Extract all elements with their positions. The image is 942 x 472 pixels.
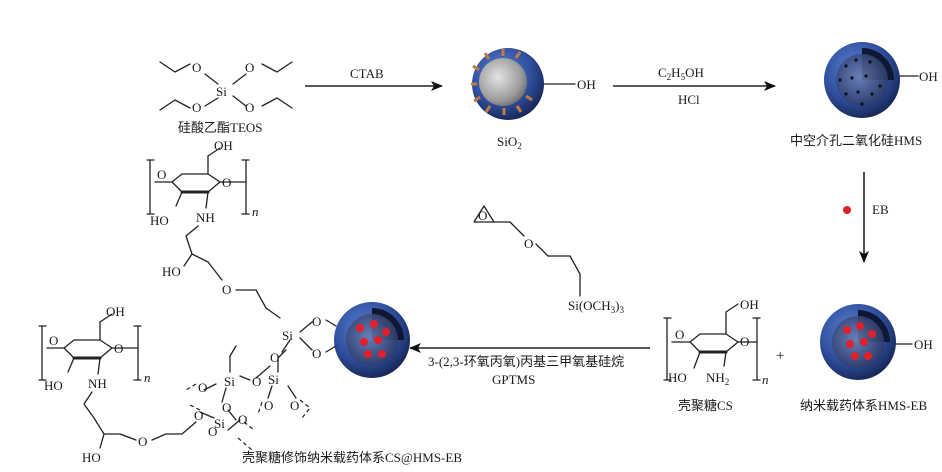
hcl-label: HCl [678,92,700,107]
product-linker: HO O Si O O O [162,225,337,365]
gptms-molecule: O O Si(OCH3)3 [473,205,624,315]
bottom-ho: HO [44,378,63,393]
hms-oh: OH [919,69,938,84]
linker-o-a: O [312,314,321,329]
bottom-ring-o: O [114,341,123,356]
silox-o2: O [198,380,207,395]
eb-drug-dot [843,206,851,214]
bottom-n: n [144,370,151,385]
top-ring-o: O [222,175,231,190]
cs-n: n [762,372,769,387]
product-top-chain: O OH O HO NH n [146,138,259,228]
teos-o4: O [245,100,254,115]
silox-o3: O [222,400,231,415]
silox-o4: O [264,398,273,413]
top-oh: OH [214,138,233,153]
teos-o2: O [245,60,254,75]
hms-pores [838,58,882,106]
hms-eb-particle: OH 纳米载药体系HMS-EB [800,304,933,413]
bottom-nh: NH [88,376,107,391]
linker-si: Si [282,328,293,343]
top-link-o: O [157,167,166,182]
top-n: n [252,204,259,219]
sio2-particle: OH SiO2 [471,48,596,151]
hms-caption: 中空介孔二氧化硅HMS [790,133,922,148]
sio2-label: SiO2 [497,134,522,151]
linker-ho: HO [162,264,181,279]
silox-si2: Si [224,374,235,389]
ctab-pores [471,49,533,115]
silox-o1: O [252,374,261,389]
bottom-link-o: O [49,333,58,348]
silox-o5: O [290,398,299,413]
product-siloxane-network: O Si Si O O O O Si O O O [185,345,311,451]
top-nh: NH [196,210,215,225]
hms-eb-drug [843,322,876,360]
cs-oh: OH [740,297,759,312]
bottom-ho2: HO [82,450,101,465]
chitosan-cs: O OH O HO NH2 n 壳聚糖CS [663,297,769,413]
plus-sign: + [776,348,784,364]
linker-o-b: O [312,346,321,361]
linker-o-c: O [270,350,279,365]
ctab-label: CTAB [350,66,384,81]
teos-o1: O [192,60,201,75]
gptms-en-label: GPTMS [492,372,535,387]
bottom-o: O [138,434,147,449]
gptms-ether-o: O [524,236,533,251]
etoh-label: C2H5OH [658,65,704,82]
cs-nh2: NH2 [706,370,729,387]
cs-ring-o: O [740,334,749,349]
arrow-eb: EB [843,172,889,263]
cs-caption: 壳聚糖CS [678,398,733,413]
linker-o: O [222,282,231,297]
gptms-epoxide-o: O [478,208,487,223]
product-caption: 壳聚糖修饰纳米载药体系CS@HMS-EB [242,450,462,465]
eb-label: EB [872,202,889,217]
arrow-ctab: CTAB [305,66,443,91]
silox-o7: O [238,412,247,427]
hms-particle: OH 中空介孔二氧化硅HMS [790,42,938,148]
teos-o3: O [192,100,201,115]
arrow-etoh-hcl: C2H5OH HCl [613,65,776,107]
top-ho: HO [150,213,169,228]
product-bottom-chain: O OH O HO NH n HO O [38,304,197,465]
hms-eb-caption: 纳米载药体系HMS-EB [800,398,927,413]
cs-ho: HO [668,370,687,385]
teos-molecule: O O Si O O 硅酸乙酯TEOS [159,60,293,135]
silox-o6: O [194,408,203,423]
sio2-oh: OH [577,77,596,92]
hms-eb-oh: OH [914,337,933,352]
silox-si1: Si [268,372,279,387]
cs-link-o: O [675,327,684,342]
teos-si: Si [216,84,227,99]
gptms-si: Si(OCH3)3 [568,298,624,315]
product-drug [356,320,390,358]
teos-caption: 硅酸乙酯TEOS [178,120,263,135]
cs-hms-eb-particle [334,302,410,378]
silox-o3b: O [208,424,217,439]
silox-si3: Si [214,416,225,431]
arrow-gptms: 3-(2,3-环氧丙氧)丙基三甲氧基硅烷 GPTMS [409,343,650,387]
gptms-cn-label: 3-(2,3-环氧丙氧)丙基三甲氧基硅烷 [428,354,624,369]
bottom-oh: OH [106,304,125,319]
